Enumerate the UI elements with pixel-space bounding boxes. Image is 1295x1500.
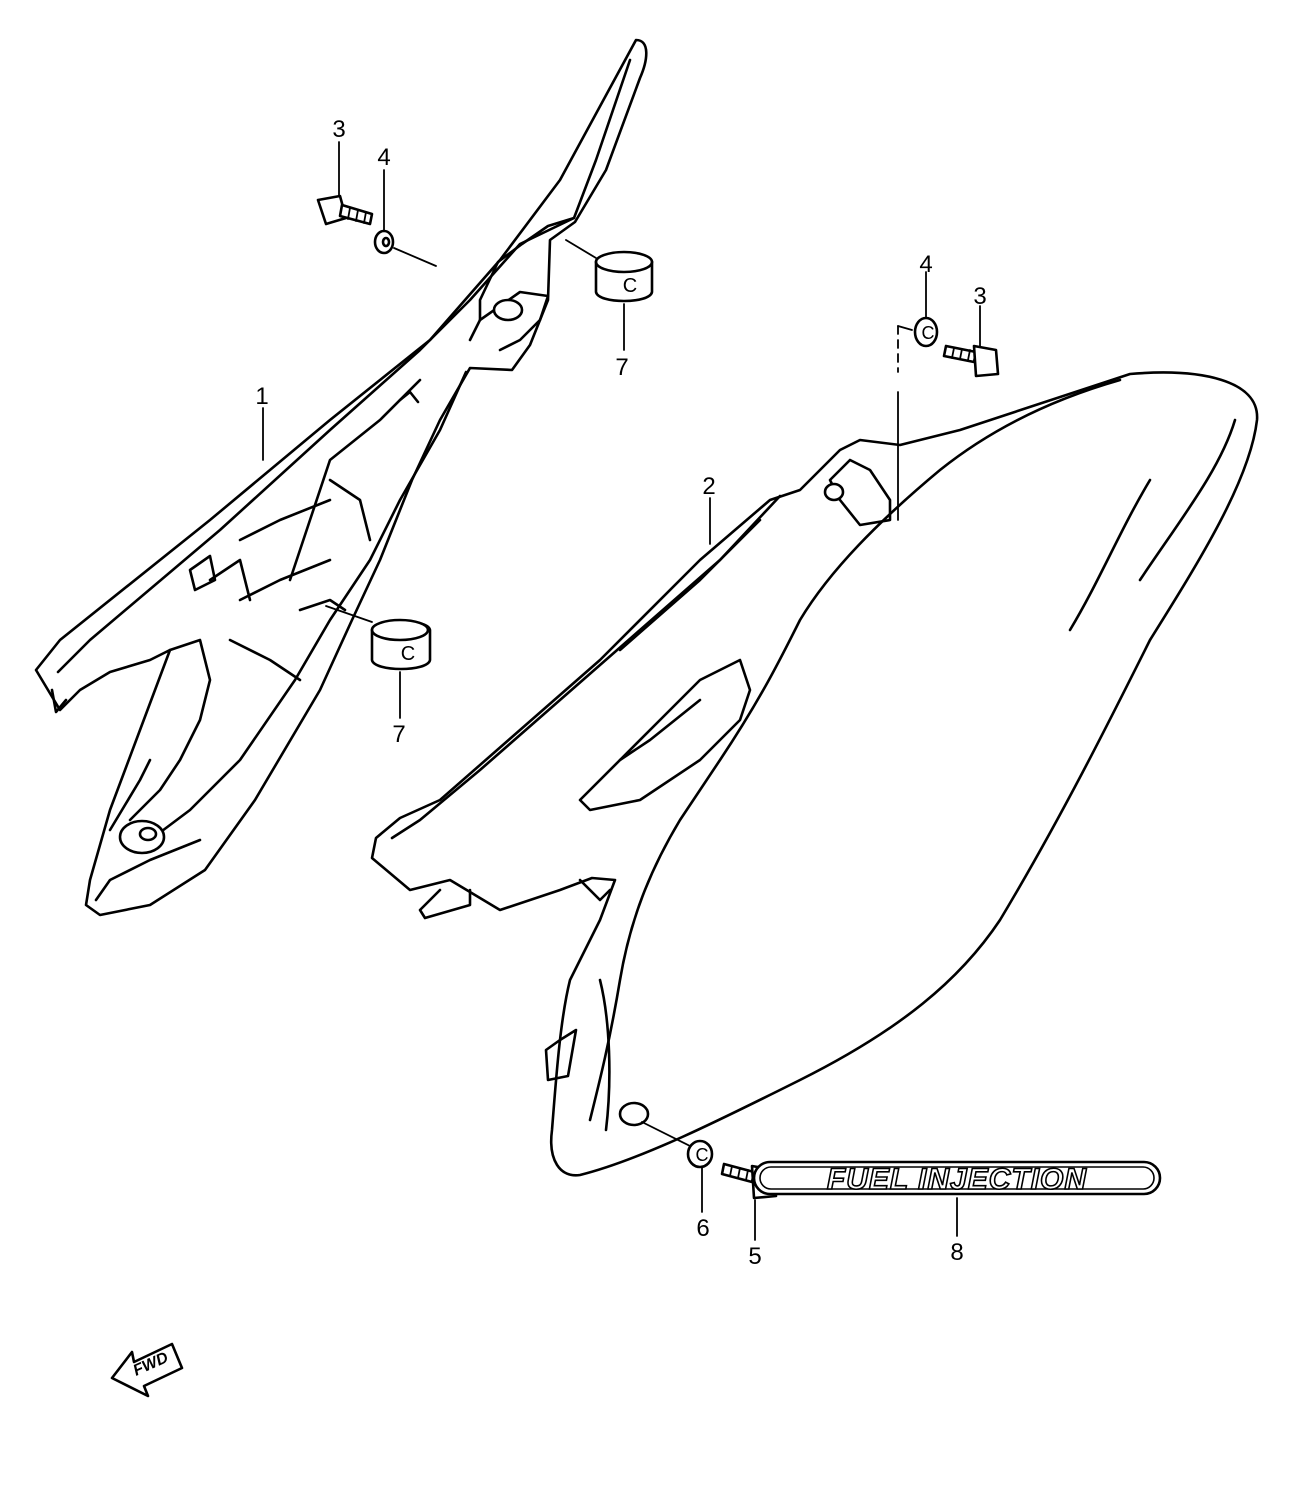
callout-7: 7: [392, 721, 405, 748]
callout-5: 5: [748, 1243, 761, 1270]
fuel-injection-decal: FUEL INJECTION: [752, 1160, 1162, 1197]
callout-labels: 3 4 1 7 7 2 4 3 6 5 8: [255, 116, 986, 1270]
decal-text: FUEL INJECTION: [827, 1163, 1087, 1196]
washer-upper-right: C: [913, 316, 939, 348]
frame-cover-left: [34, 38, 648, 917]
callout-4: 4: [919, 251, 932, 278]
bolt-upper-left: [316, 194, 374, 226]
callout-4: 4: [377, 144, 390, 171]
callout-6: 6: [696, 1215, 709, 1242]
bolt-upper-right: [942, 344, 1000, 378]
callout-7: 7: [615, 354, 628, 381]
grommet-mark: C: [401, 643, 415, 665]
grommet-mark: C: [623, 275, 637, 297]
washer-mark: C: [696, 1145, 709, 1165]
callout-3: 3: [332, 116, 345, 143]
side-cover-right: [370, 371, 1259, 1177]
callout-3: 3: [973, 283, 986, 310]
washer-upper-left: [373, 229, 395, 255]
callout-2: 2: [702, 473, 715, 500]
callout-1: 1: [255, 383, 268, 410]
washer-mark: C: [922, 323, 935, 343]
grommet-upper: C: [594, 250, 654, 303]
washer-lower: C: [686, 1139, 714, 1169]
callout-8: 8: [950, 1239, 963, 1266]
fwd-arrow-icon: FWD: [110, 1342, 184, 1398]
leader-lines: [262, 141, 981, 1241]
grommet-lower: C: [370, 618, 432, 671]
